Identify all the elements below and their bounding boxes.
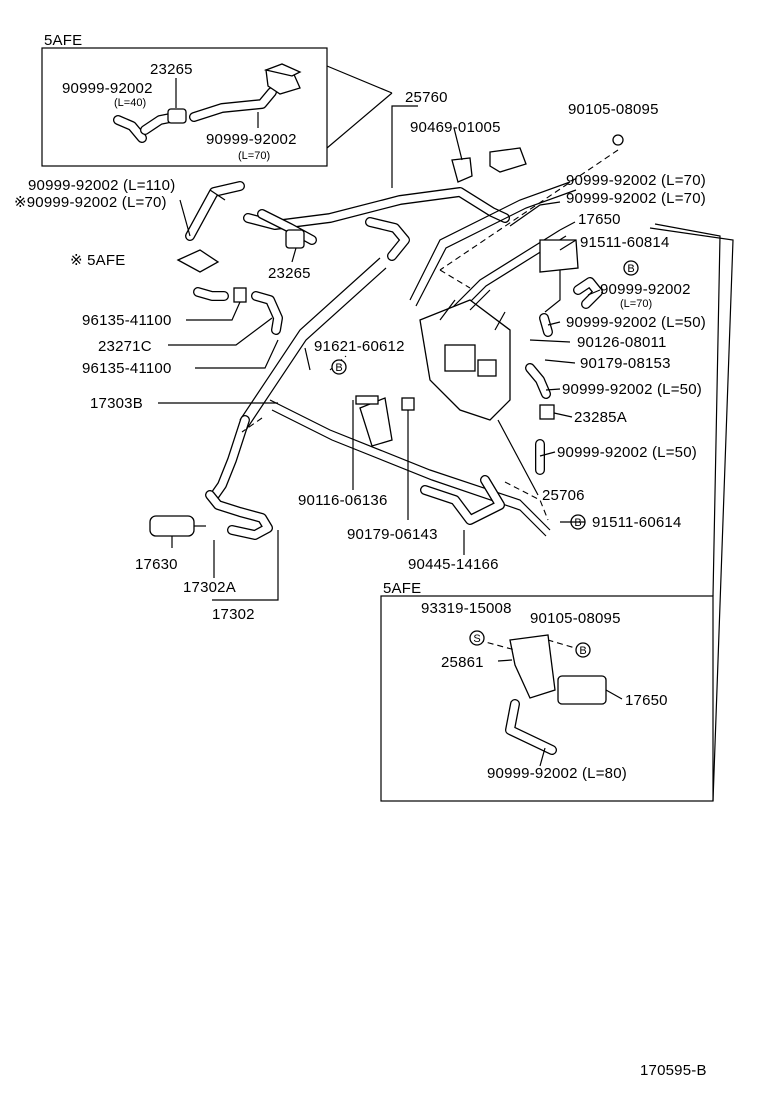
callout-label: 90126-08011	[577, 334, 667, 351]
main-hose-assembly	[149, 134, 624, 540]
callout-label: 90999-92002 (L=110)	[28, 177, 175, 194]
callout-label: 25861	[441, 654, 484, 671]
bottom-inset	[380, 223, 734, 802]
callout-label: 17650	[578, 211, 621, 228]
callout-label: 17302A	[183, 579, 236, 596]
clip-icon	[233, 287, 247, 303]
callout-label: 90179-06143	[347, 526, 438, 543]
callout-label: 90469-01005	[410, 119, 501, 136]
callout-label: 90999-92002	[206, 131, 297, 148]
marker-s	[469, 630, 485, 646]
callout-label: 90999-92002	[62, 80, 153, 97]
svg-text:S: S	[473, 633, 480, 645]
callout-label: 90179-08153	[580, 355, 671, 372]
marker-b	[331, 359, 347, 375]
inset-label-left: ※ 5AFE	[70, 252, 125, 269]
callout-label: 96135-41100	[82, 360, 172, 377]
callout-label: 91511-60814	[580, 234, 670, 251]
leader-lines	[158, 78, 623, 767]
callout-label: 91511-60614	[592, 514, 682, 531]
callout-label: 17303B	[90, 395, 143, 412]
inset-top-parts	[113, 63, 302, 143]
callout-label: 90999-92002 (L=50)	[557, 444, 697, 461]
svg-text:B: B	[574, 517, 581, 529]
callout-label: 91621-60612	[314, 338, 405, 355]
callout-label: 90105-08095	[568, 101, 659, 118]
callout-label: 90999-92002	[600, 281, 691, 298]
callout-label: 90999-92002 (L=80)	[487, 765, 627, 782]
clamp-90469-icon	[451, 157, 473, 183]
vsv-17650-icon	[539, 239, 579, 273]
bracket-25861-icon	[509, 634, 556, 699]
callout-label: (L=70)	[238, 150, 270, 162]
nut-icon	[401, 397, 415, 411]
bolt-icon	[355, 395, 379, 405]
top-inset	[41, 47, 393, 167]
callout-label: 17650	[625, 692, 668, 709]
callout-labels: 23265 90999-92002 (L=40) 90999-92002 (L=…	[14, 61, 706, 782]
callout-label: 23271C	[98, 338, 152, 355]
callout-label: 23265	[150, 61, 193, 78]
callout-label: 90999-92002 (L=70)	[566, 172, 706, 189]
svg-text:B: B	[335, 362, 342, 374]
callout-label: 96135-41100	[82, 312, 172, 329]
left-inset-valve-icon	[176, 249, 220, 273]
cap-icon	[489, 147, 527, 173]
inset-label-top: 5AFE	[44, 32, 82, 49]
diagram-id: 170595-B	[640, 1062, 707, 1079]
callout-label: 93319-15008	[421, 600, 512, 617]
screw-icon	[612, 134, 624, 146]
vsv-23265-icon	[285, 229, 305, 249]
fuel-filter-icon	[149, 515, 195, 537]
callout-label: 90999-92002 (L=50)	[562, 381, 702, 398]
inset-label-bottom: 5AFE	[383, 580, 421, 597]
callout-label: 90445-14166	[408, 556, 499, 573]
callout-label: 23265	[268, 265, 311, 282]
callout-label: 25760	[405, 89, 448, 106]
marker-b	[623, 260, 639, 276]
svg-text:B: B	[627, 263, 634, 275]
callout-label: 25706	[542, 487, 585, 504]
callout-label: 90116-06136	[298, 492, 388, 509]
callout-label: 90999-92002 (L=50)	[566, 314, 706, 331]
callout-label: 90105-08095	[530, 610, 621, 627]
vsv-17650-inset-icon	[557, 675, 607, 705]
bracket-icon	[359, 397, 393, 447]
callout-label: 17302	[212, 606, 255, 623]
callout-label: (L=70)	[620, 298, 652, 310]
callout-label: 90999-92002 (L=70)	[566, 190, 706, 207]
vsv-23285a-icon	[539, 404, 555, 420]
svg-text:B: B	[579, 645, 586, 657]
callout-label: ※90999-92002 (L=70)	[14, 194, 167, 211]
vsv-valve-icon	[167, 108, 187, 124]
callout-label: 17630	[135, 556, 178, 573]
callout-label: (L=40)	[114, 97, 146, 109]
marker-b	[575, 642, 591, 658]
callout-label: 23285A	[574, 409, 627, 426]
